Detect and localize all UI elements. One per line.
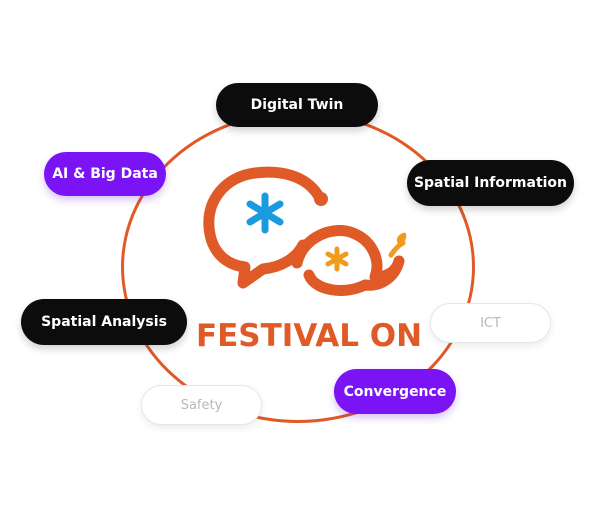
- keyword-digital-twin[interactable]: Digital Twin: [216, 83, 378, 127]
- logo-blue-asterisk-icon: [246, 192, 284, 234]
- logo-large-bubble: [203, 166, 324, 289]
- keyword-ict[interactable]: ICT: [430, 303, 551, 343]
- logo-small-bubble: [291, 225, 405, 296]
- keyword-ai-big-data[interactable]: AI & Big Data: [44, 152, 166, 196]
- keyword-convergence[interactable]: Convergence: [334, 369, 456, 414]
- logo-orange-asterisk-icon: [325, 246, 349, 272]
- keyword-spatial-analysis[interactable]: Spatial Analysis: [21, 299, 187, 345]
- logo-bubble-tail-dot: [314, 192, 328, 206]
- brand-name: FESTIVAL ON: [195, 318, 423, 354]
- keyword-spatial-information[interactable]: Spatial Information: [407, 160, 574, 206]
- festival-on-logo-icon: [203, 166, 407, 296]
- keyword-safety[interactable]: Safety: [141, 385, 262, 425]
- logo-drop: [396, 232, 407, 245]
